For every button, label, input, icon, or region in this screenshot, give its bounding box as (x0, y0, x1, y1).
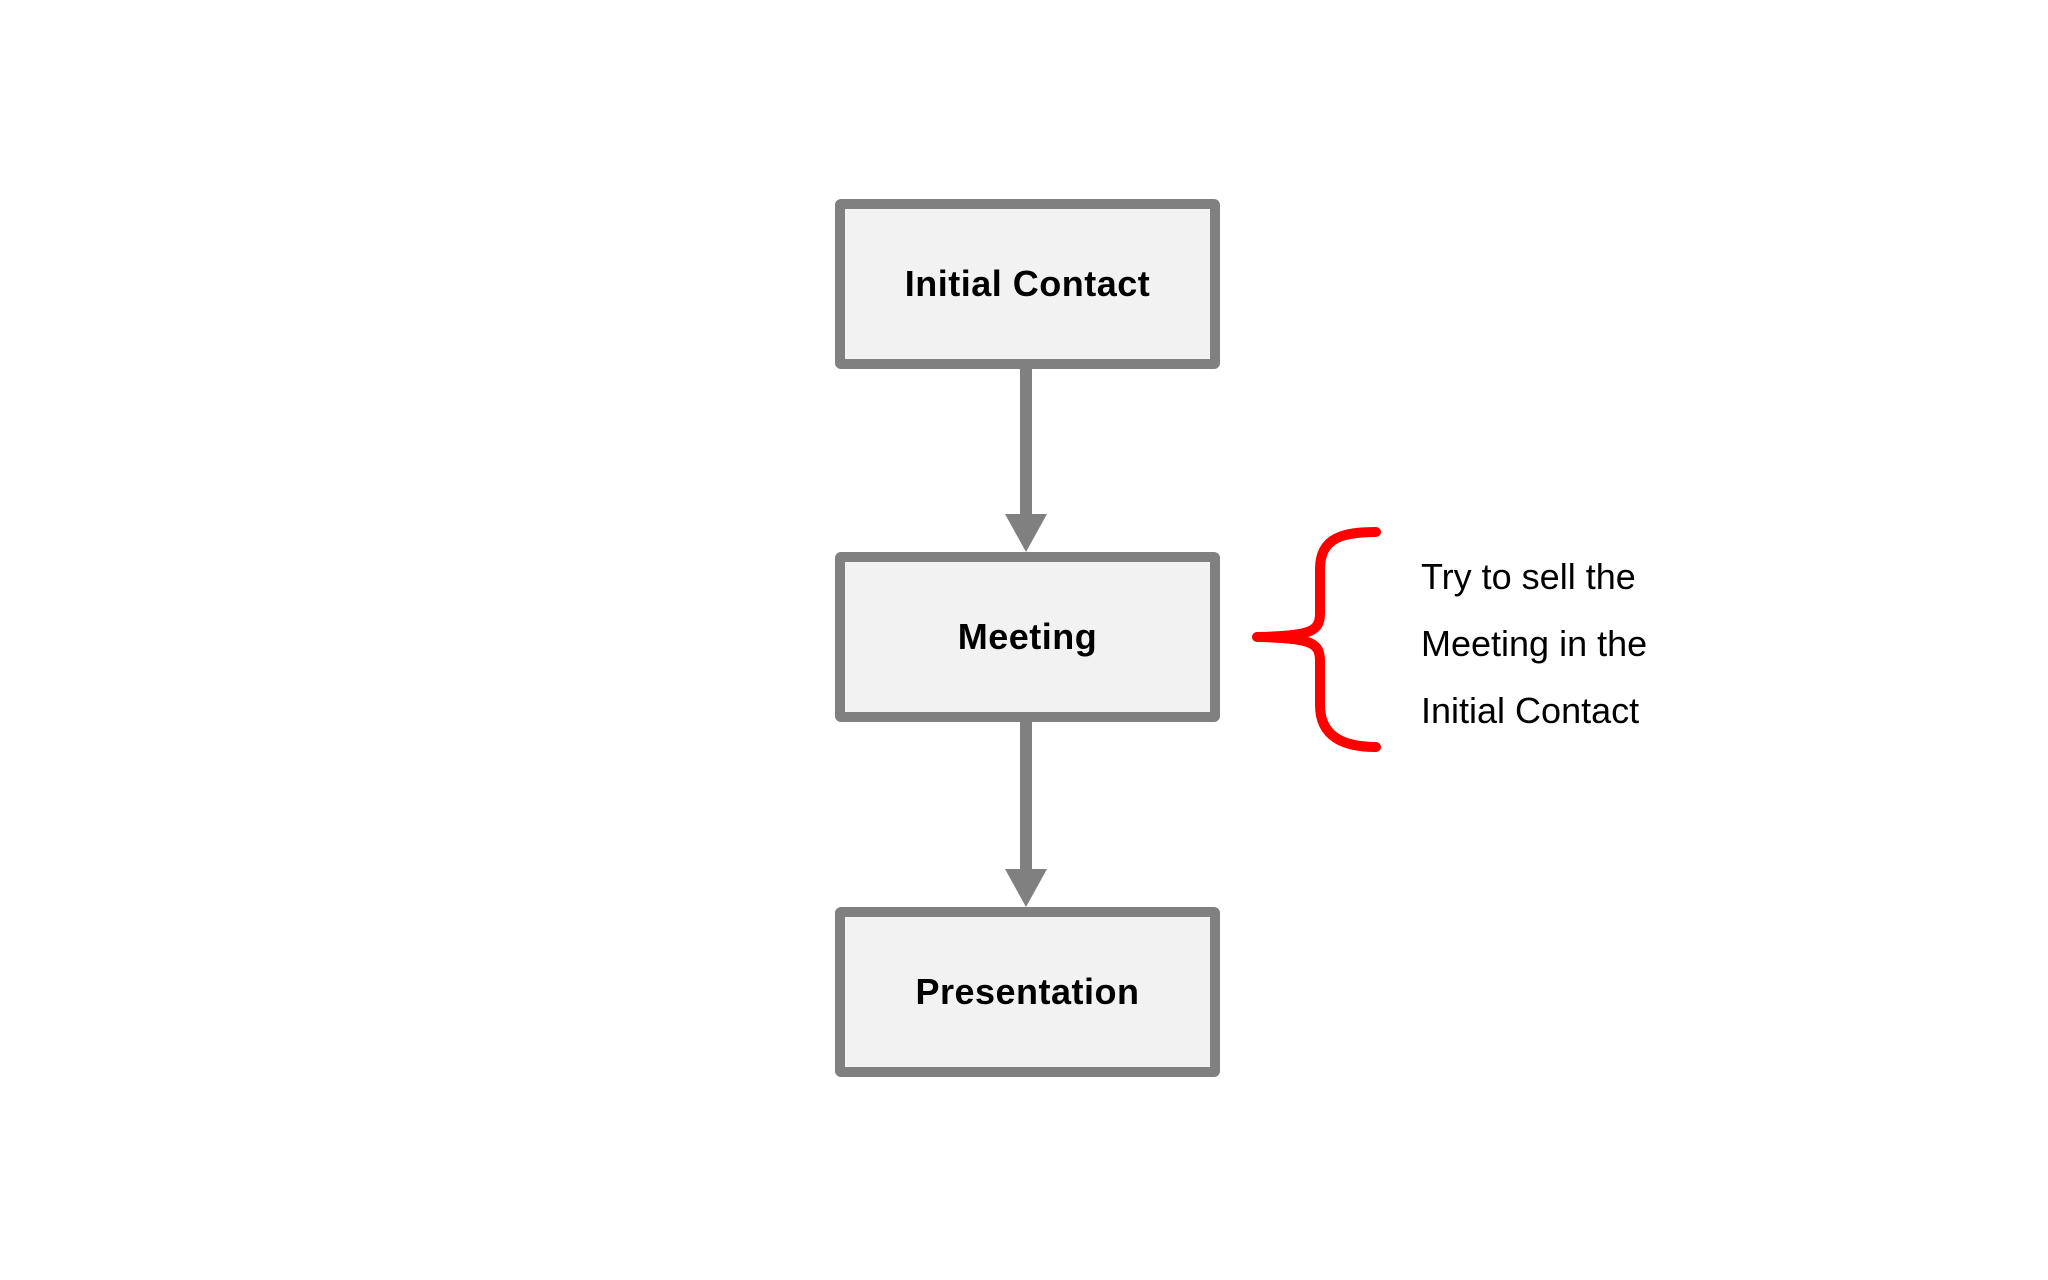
flow-node-label: Presentation (915, 971, 1140, 1012)
flow-node-label: Meeting (957, 616, 1098, 657)
curly-brace-path (1252, 527, 1381, 752)
annotation-line: Meeting in the (1421, 623, 1648, 664)
annotation-text: Try to sell the Meeting in the Initial C… (1421, 543, 1721, 744)
annotation-line: Try to sell the (1421, 556, 1636, 597)
arrow-head-icon (1005, 869, 1047, 907)
annotation-line: Initial Contact (1421, 690, 1640, 731)
arrow-initial-contact-to-meeting (1005, 369, 1047, 552)
arrow-shaft (1020, 369, 1032, 517)
flow-node-presentation: Presentation (835, 907, 1220, 1077)
arrow-shaft (1020, 722, 1032, 872)
flow-node-meeting: Meeting (835, 552, 1220, 722)
flow-node-label: Initial Contact (904, 263, 1151, 304)
arrow-head-icon (1005, 514, 1047, 552)
arrow-meeting-to-presentation (1005, 722, 1047, 907)
flow-node-initial-contact: Initial Contact (835, 199, 1220, 369)
curly-brace-icon (1252, 527, 1381, 752)
